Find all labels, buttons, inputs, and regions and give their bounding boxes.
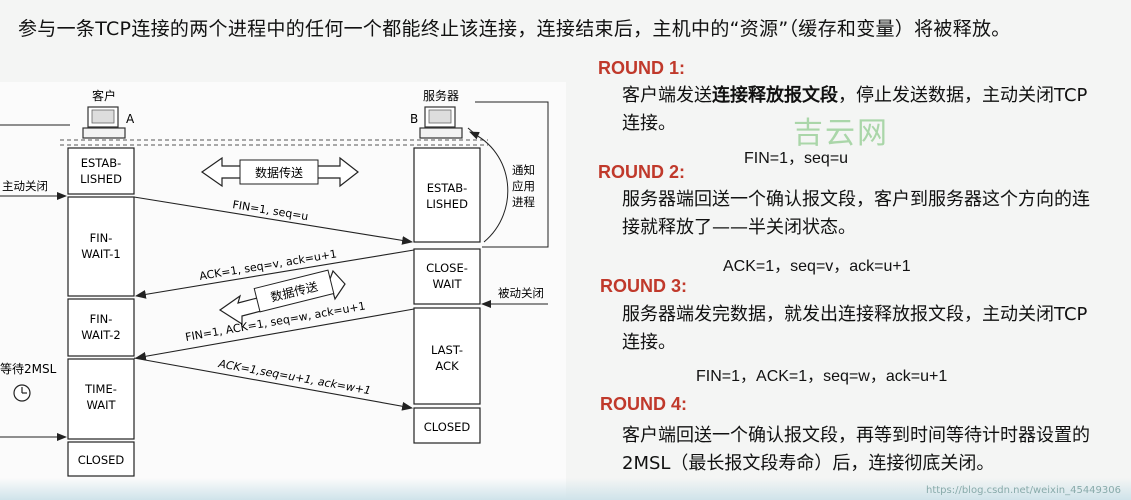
client-letter: A: [126, 112, 135, 126]
round-1-title: ROUND 1:: [598, 58, 686, 78]
svg-text:CLOSED: CLOSED: [424, 420, 471, 434]
round-4-body: 客户端回送一个确认报文段，再等到时间等待计时器设置的2MSL（最长报文段寿命）后…: [622, 425, 1090, 474]
tcp-teardown-diagram: 客户 A 服务器 B ESTAB- LISHED FIN- WAIT-1 FIN…: [0, 82, 566, 500]
round-3-title: ROUND 3:: [600, 276, 688, 296]
round-1-formula: FIN=1，seq=u: [744, 150, 849, 167]
svg-text:LISHED: LISHED: [80, 172, 122, 186]
client-state-fin-wait-2: [67, 298, 135, 357]
round-4-title: ROUND 4:: [600, 394, 688, 414]
passive-close-label: 被动关闭: [498, 286, 544, 300]
diagram-svg: 客户 A 服务器 B ESTAB- LISHED FIN- WAIT-1 FIN…: [0, 88, 549, 477]
svg-text:LAST-: LAST-: [431, 343, 463, 357]
rounds-panel: ROUND 1: 客户端发送连接释放报文段，停止发送数据，主动关闭TCP连接。 …: [598, 0, 1131, 500]
svg-text:TIME-: TIME-: [84, 382, 117, 396]
active-close-label: 主动关闭: [2, 179, 48, 193]
svg-text:ESTAB-: ESTAB-: [427, 181, 468, 195]
client-label: 客户: [92, 88, 116, 103]
server-state-last-ack: [413, 307, 481, 405]
wait-2msl-label: 等待2MSL: [0, 362, 57, 376]
round-2-title: ROUND 2:: [598, 162, 686, 182]
footer-url: https://blog.csdn.net/weixin_45449306: [925, 485, 1121, 496]
round-2-formula: ACK=1，seq=v，ack=u+1: [723, 258, 911, 275]
server-computer-icon: [419, 106, 463, 139]
svg-text:ACK: ACK: [435, 359, 459, 373]
server-state-close-wait: [413, 248, 481, 305]
notify-app-line-3: 进程: [512, 195, 535, 209]
notify-app-line-2: 应用: [512, 179, 535, 193]
message-arrow-3: [134, 308, 415, 361]
svg-text:FIN-: FIN-: [90, 312, 113, 326]
data-transfer-arrow-1: [200, 156, 359, 188]
client-computer-icon: [82, 106, 126, 139]
svg-text:CLOSED: CLOSED: [78, 453, 125, 467]
notify-app-line-1: 通知: [512, 163, 535, 177]
bottom-band: [0, 478, 1131, 500]
svg-text:WAIT: WAIT: [432, 277, 462, 291]
server-letter: B: [410, 112, 418, 126]
message-arrow-2: [134, 249, 415, 299]
client-state-fin-wait-1: [67, 196, 135, 297]
clock-icon: [13, 384, 31, 402]
svg-text:LISHED: LISHED: [426, 197, 468, 211]
message-arrow-1: [133, 196, 414, 245]
svg-text:FIN-: FIN-: [90, 231, 113, 245]
client-state-closed: [67, 441, 135, 477]
round-3-formula: FIN=1，ACK=1，seq=w，ack=u+1: [696, 368, 948, 385]
watermark-logo: 吉云网: [793, 116, 889, 151]
client-state-time-wait: [67, 358, 135, 440]
data-transfer-label-1: 数据传送: [255, 165, 303, 180]
intro-text: 参与一条TCP连接的两个进程中的任何一个都能终止该连接，连接结束后，主机中的“资…: [18, 18, 1011, 40]
svg-text:WAIT: WAIT: [86, 398, 116, 412]
message-arrow-4: [133, 357, 414, 411]
svg-text:ESTAB-: ESTAB-: [81, 156, 122, 170]
server-state-closed: [413, 407, 481, 444]
round-3-body: 服务器端发完数据，就发出连接释放报文段，主动关闭TCP连接。: [622, 304, 1088, 353]
round-1-body: 客户端发送连接释放报文段，停止发送数据，主动关闭TCP连接。: [622, 85, 1088, 134]
svg-text:CLOSE-: CLOSE-: [426, 261, 468, 275]
data-transfer-arrow-2: [218, 269, 346, 326]
svg-text:WAIT-1: WAIT-1: [81, 247, 120, 261]
svg-text:WAIT-2: WAIT-2: [81, 328, 120, 342]
round-2-body: 服务器端回送一个确认报文段，客户到服务器这个方向的连接就释放了——半关闭状态。: [622, 189, 1090, 238]
server-label: 服务器: [423, 88, 459, 103]
server-state-established: [413, 147, 481, 243]
client-state-established: [67, 147, 135, 195]
